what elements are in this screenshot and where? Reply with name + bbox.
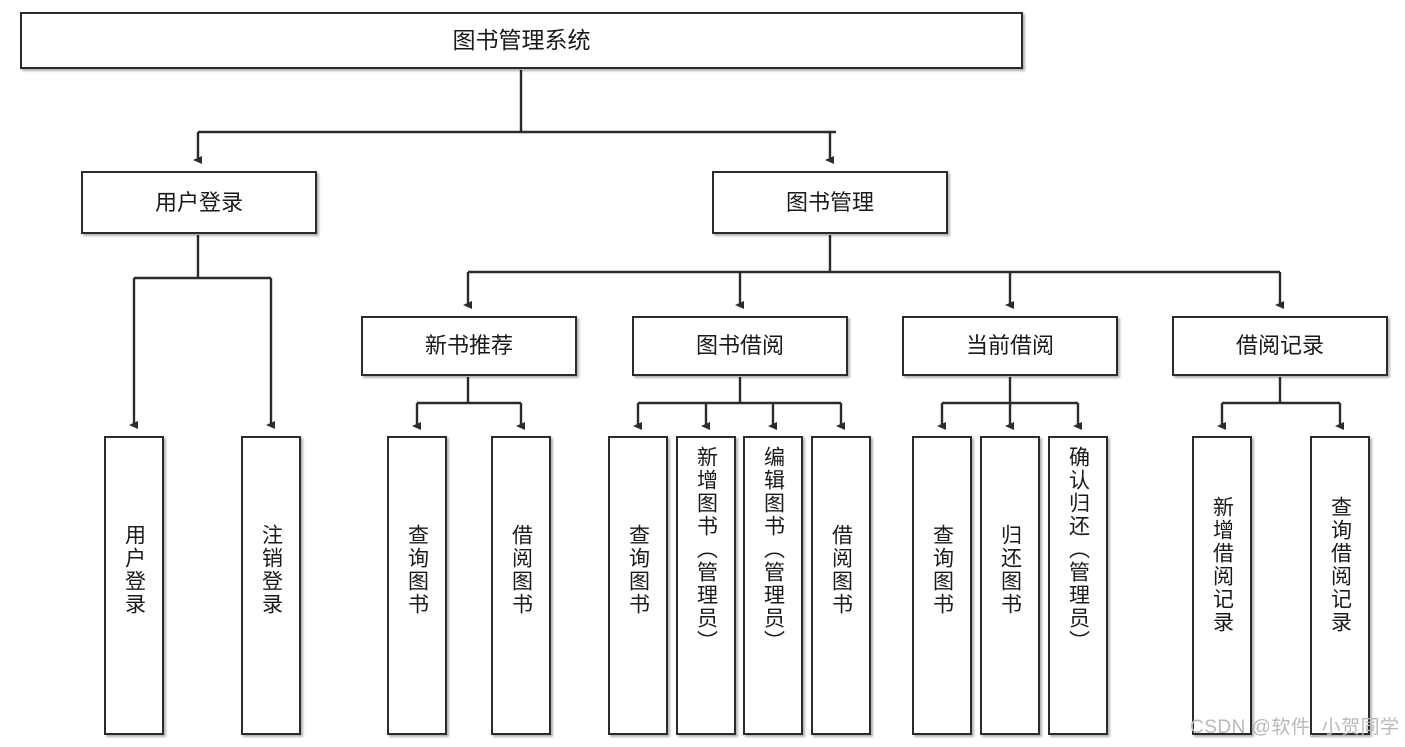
node-label: 确认归还（管理员） <box>1066 446 1090 653</box>
node-label: 新书推荐 <box>424 333 513 359</box>
node-label: 注销登录 <box>259 524 283 616</box>
leaf-current-confirm-return-admin[interactable]: 确认归还（管理员） <box>1048 436 1108 735</box>
leaf-new-book-borrow[interactable]: 借阅图书 <box>491 436 551 735</box>
node-current-borrow[interactable]: 当前借阅 <box>902 316 1118 376</box>
leaf-user-login-login[interactable]: 用户登录 <box>104 436 164 735</box>
leaf-user-login-logout[interactable]: 注销登录 <box>241 436 301 735</box>
node-label: 图书借阅 <box>695 333 784 359</box>
node-book-management[interactable]: 图书管理 <box>712 171 948 234</box>
leaf-borrow-add-book-admin[interactable]: 新增图书（管理员） <box>676 436 736 735</box>
leaf-borrow-edit-book-admin[interactable]: 编辑图书（管理员） <box>743 436 803 735</box>
node-label: 借阅图书 <box>509 524 533 616</box>
node-label: 用户登录 <box>122 524 146 616</box>
node-label: 借阅图书 <box>829 524 853 616</box>
node-root-system[interactable]: 图书管理系统 <box>20 12 1023 69</box>
node-label: 查询图书 <box>405 524 429 616</box>
node-label: 新增图书（管理员） <box>694 446 718 653</box>
node-label: 新增借阅记录 <box>1210 496 1234 634</box>
leaf-current-query-book[interactable]: 查询图书 <box>912 436 972 735</box>
leaf-borrow-borrow-book[interactable]: 借阅图书 <box>811 436 871 735</box>
node-borrow-records[interactable]: 借阅记录 <box>1172 316 1388 376</box>
leaf-records-query-record[interactable]: 查询借阅记录 <box>1310 436 1370 735</box>
node-label: 借阅记录 <box>1235 333 1324 359</box>
node-new-book-recommend[interactable]: 新书推荐 <box>361 316 577 376</box>
leaf-borrow-query-book[interactable]: 查询图书 <box>608 436 668 735</box>
node-label: 图书管理 <box>785 189 874 215</box>
node-label: 查询借阅记录 <box>1328 496 1352 634</box>
node-label: 查询图书 <box>930 524 954 616</box>
node-label: 查询图书 <box>626 524 650 616</box>
node-label: 图书管理系统 <box>452 26 591 53</box>
leaf-records-add-record[interactable]: 新增借阅记录 <box>1192 436 1252 735</box>
csdn-watermark: CSDN @软件_小贺同学 <box>1190 717 1400 738</box>
node-label: 当前借阅 <box>965 333 1054 359</box>
leaf-new-book-query[interactable]: 查询图书 <box>387 436 447 735</box>
leaf-current-return-book[interactable]: 归还图书 <box>980 436 1040 735</box>
node-user-login[interactable]: 用户登录 <box>81 171 317 234</box>
node-label: 用户登录 <box>154 189 243 215</box>
node-book-borrow[interactable]: 图书借阅 <box>632 316 848 376</box>
node-label: 编辑图书（管理员） <box>761 446 785 653</box>
node-label: 归还图书 <box>998 524 1022 616</box>
